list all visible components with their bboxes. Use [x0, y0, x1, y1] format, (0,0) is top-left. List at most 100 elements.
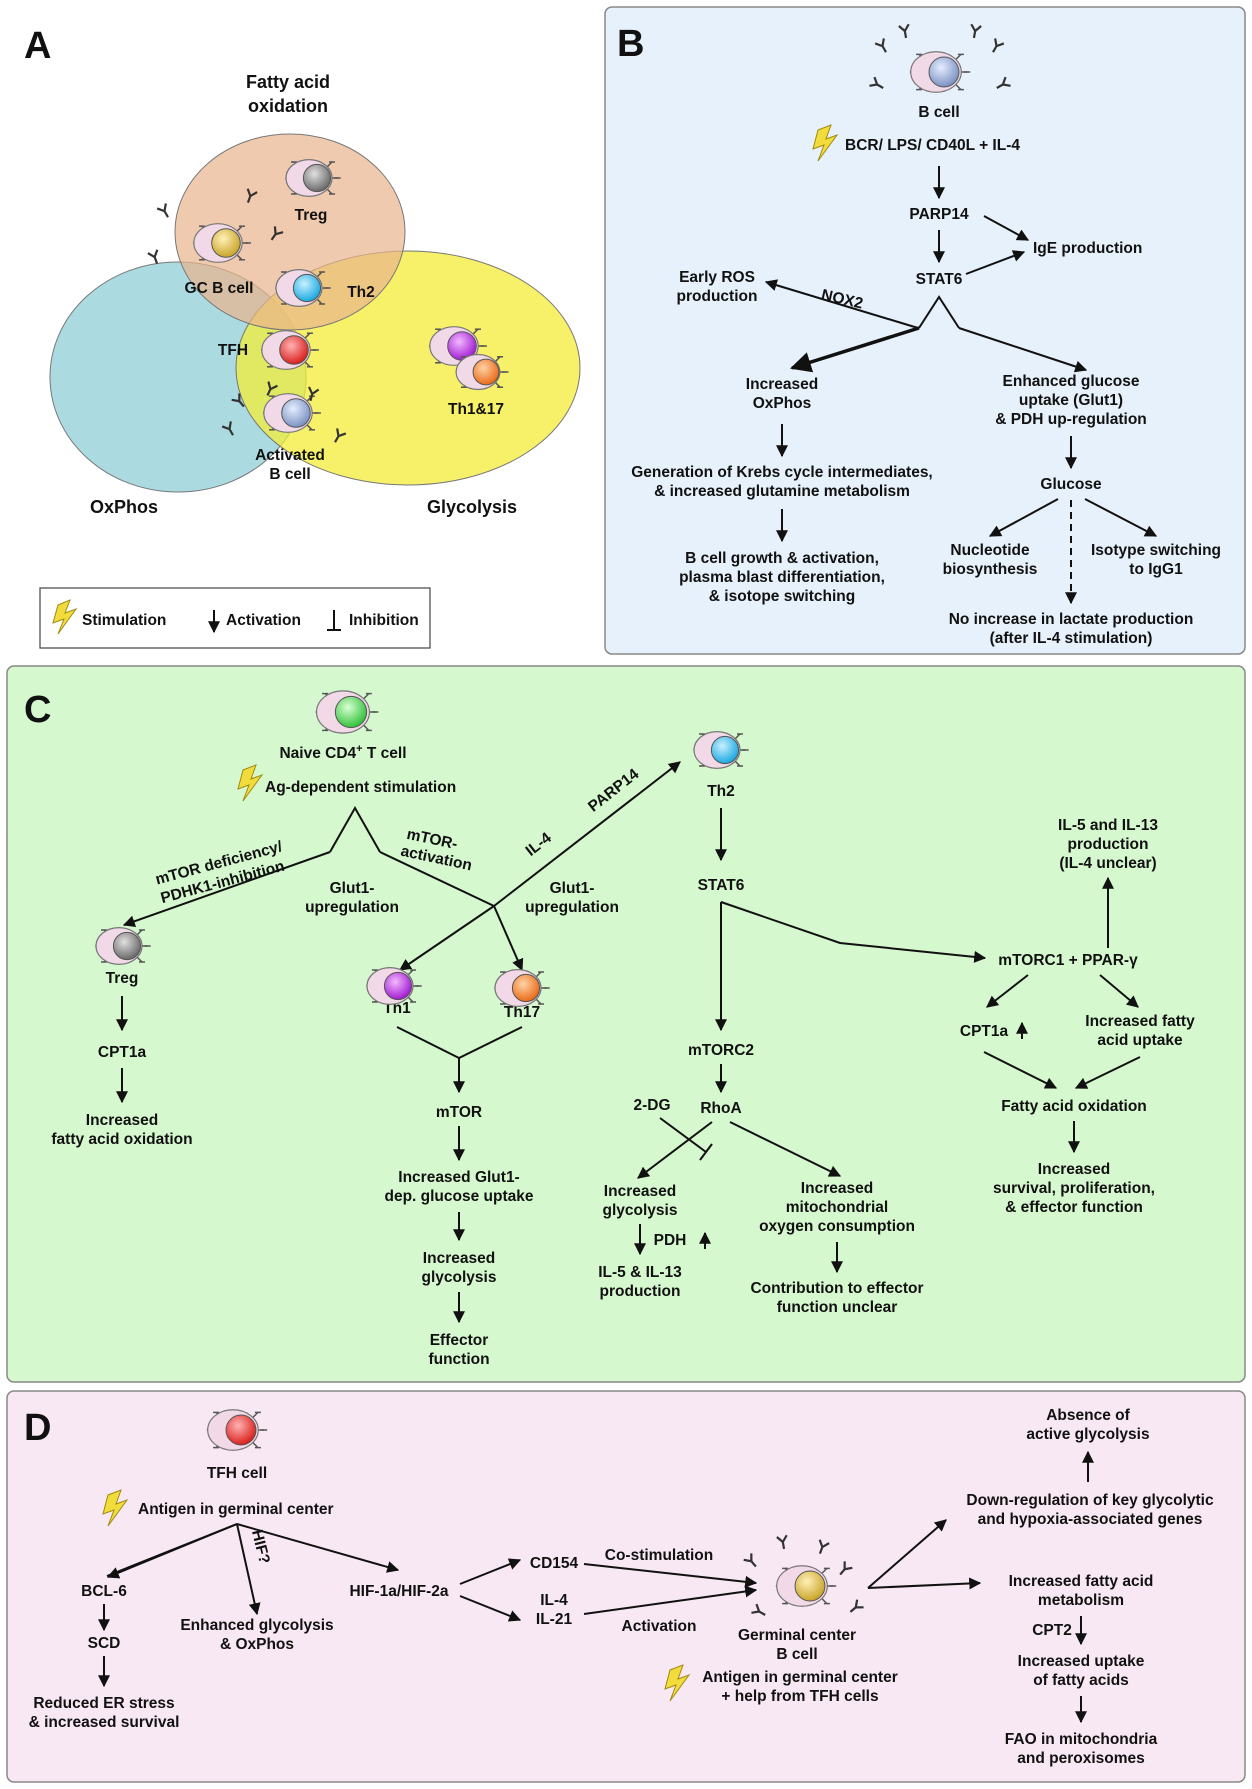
- c-rhoa-label: RhoA: [700, 1100, 741, 1117]
- d-cd154-label: CD154: [530, 1555, 579, 1572]
- d-fao-mito-label-1: FAO in mitochondria: [1005, 1731, 1158, 1748]
- c-cpt1a-label: CPT1a: [960, 1023, 1009, 1040]
- panel-b-box: [604, 6, 1246, 655]
- d-er-stress-label-2: & increased survival: [29, 1714, 180, 1731]
- oxphos-label: OxPhos: [90, 497, 158, 517]
- c-survival-label-1: Increased: [1038, 1161, 1110, 1178]
- th17-cell-icon: [455, 353, 509, 391]
- d-tfh-label: TFH cell: [207, 1465, 267, 1482]
- d-arrow-bcl6: [106, 1523, 238, 1579]
- d-gc-b-label-1: Germinal center: [738, 1627, 856, 1644]
- b-cell-label: B cell: [918, 104, 959, 121]
- d-enh-glyco-label-1: Enhanced glycolysis: [180, 1617, 333, 1634]
- c-mtorc2-label: mTORC2: [688, 1042, 754, 1059]
- d-antigen-help-label-1: Antigen in germinal center: [702, 1669, 898, 1686]
- b-ros-label-2: production: [677, 288, 758, 305]
- fatty-acid-oxidation-ellipse: [174, 133, 406, 331]
- th1-cell-c-icon: [366, 966, 422, 1005]
- c-il5-il13-prod-label-2: production: [1068, 836, 1149, 853]
- antibody-icon: [266, 381, 278, 396]
- antibody-icon: [246, 188, 258, 204]
- c-effector-unclear-label-2: function unclear: [777, 1299, 898, 1316]
- legend-box: [39, 587, 431, 649]
- d-absence-label-1: Absence of: [1046, 1407, 1130, 1424]
- d-arrow-hif: [236, 1523, 400, 1573]
- b-isotype-label-2: to IgG1: [1129, 561, 1183, 578]
- th2-cell-icon: [275, 269, 331, 308]
- antibody-icon: [221, 421, 234, 436]
- c-glut1-right-label-1: Glut1-: [550, 880, 595, 897]
- c-2dg-inhibition-bar: [699, 1143, 713, 1161]
- c-arrow-th17: [493, 905, 524, 972]
- venn-treg-label: Treg: [295, 207, 328, 224]
- c-glycolysis-left-label-1: Increased: [604, 1183, 676, 1200]
- venn-tfh-label: TFH: [218, 342, 248, 359]
- b-cell-icon: [909, 51, 971, 93]
- c-effector-unclear-label-1: Contribution to effector: [750, 1280, 923, 1297]
- b-stat6-branch: [918, 295, 960, 329]
- c-arrow-mtorc1-cpt1a: [986, 974, 1029, 1008]
- c-il5-il13-prod-label-1: IL-5 and IL-13: [1058, 817, 1158, 834]
- c-stimulus-label: Ag-dependent stimulation: [265, 779, 456, 796]
- c-effector-label-2: function: [428, 1351, 489, 1368]
- c-fao-treg-label-2: fatty acid oxidation: [51, 1131, 192, 1148]
- c-fa-uptake-label-2: acid uptake: [1097, 1032, 1183, 1049]
- b-lactate-label-1: No increase in lactate production: [949, 611, 1194, 628]
- gc-b-cell-icon: [193, 223, 251, 263]
- tfh-cell-icon: [261, 330, 319, 370]
- c-mtor-label: mTOR: [436, 1104, 482, 1121]
- d-arrow-hif-cd154: [459, 1558, 522, 1585]
- c-arrow-cpt1a-fao: [983, 1051, 1058, 1089]
- antibody-icon: [849, 1599, 864, 1613]
- c-pdh-label: PDH: [654, 1232, 687, 1249]
- glycolysis-label: Glycolysis: [427, 497, 517, 517]
- panel-c-letter: C: [24, 689, 51, 731]
- legend-stimulation-icon: [52, 599, 78, 635]
- c-glycolysis-mid-label-1: Increased: [423, 1250, 495, 1267]
- b-krebs-label-2: & increased glutamine metabolism: [654, 483, 910, 500]
- b-ros-label-1: Early ROS: [679, 269, 755, 286]
- c-arrow-uptake-fao: [1074, 1056, 1141, 1089]
- b-ige-label: IgE production: [1033, 240, 1142, 257]
- c-arrow-mtorc1-fauptake: [1099, 974, 1139, 1008]
- panel-c-box: [6, 665, 1246, 1383]
- antibody-icon: [270, 226, 284, 241]
- d-hif-label: HIF-1a/HIF-2a: [349, 1583, 448, 1600]
- b-isotype-label-1: Isotype switching: [1091, 542, 1221, 559]
- b-growth-label-1: B cell growth & activation,: [685, 550, 879, 567]
- venn-gc-b-label: GC B cell: [185, 280, 254, 297]
- c-glycolysis-left-label-2: glycolysis: [603, 1202, 678, 1219]
- c-th2-label: Th2: [707, 783, 735, 800]
- d-fa-uptake-label-2: of fatty acids: [1033, 1672, 1129, 1689]
- d-fao-mito-label-2: and peroxisomes: [1017, 1750, 1145, 1767]
- d-gc-stimulation-bolt-icon: [664, 1664, 691, 1702]
- antibody-icon: [776, 1534, 788, 1550]
- fao-label-1: Fatty acid: [246, 72, 330, 92]
- c-il5-il13-label-1: IL-5 & IL-13: [598, 1264, 682, 1281]
- antibody-icon: [231, 393, 245, 408]
- c-survival-label-3: & effector function: [1005, 1199, 1143, 1216]
- legend-stimulation-label: Stimulation: [82, 612, 166, 629]
- d-downreg-label-1: Down-regulation of key glycolytic: [966, 1492, 1214, 1509]
- c-mito-label-3: oxygen consumption: [759, 1218, 915, 1235]
- treg-cell-icon: [285, 159, 341, 198]
- b-arrow-oxphos: [789, 326, 920, 373]
- th2-cell-c-icon: [693, 730, 749, 769]
- b-arrow-nox2-ros: [764, 279, 919, 329]
- c-arrow-to-node: [379, 851, 495, 907]
- c-th17-label: Th17: [504, 1004, 540, 1021]
- b-growth-label-3: & isotope switching: [709, 588, 855, 605]
- c-stimulation-bolt-icon: [237, 764, 264, 802]
- b-stimulus-label: BCR/ LPS/ CD40L + IL-4: [845, 137, 1020, 154]
- d-antigen-label: Antigen in germinal center: [138, 1501, 334, 1518]
- b-arrow-glucose-uptake: [958, 327, 1088, 373]
- c-glut1-left-label-1: Glut1-: [330, 880, 375, 897]
- d-arrow-enh-glyco: [236, 1523, 261, 1616]
- d-il21-label: IL-21: [536, 1611, 573, 1628]
- antibody-icon: [818, 1539, 830, 1555]
- antibody-icon: [751, 1603, 766, 1616]
- c-il5-il13-prod-label-3: (IL-4 unclear): [1059, 855, 1156, 872]
- venn-th2-label: Th2: [347, 284, 375, 301]
- activated-b-cell-icon: [263, 393, 321, 433]
